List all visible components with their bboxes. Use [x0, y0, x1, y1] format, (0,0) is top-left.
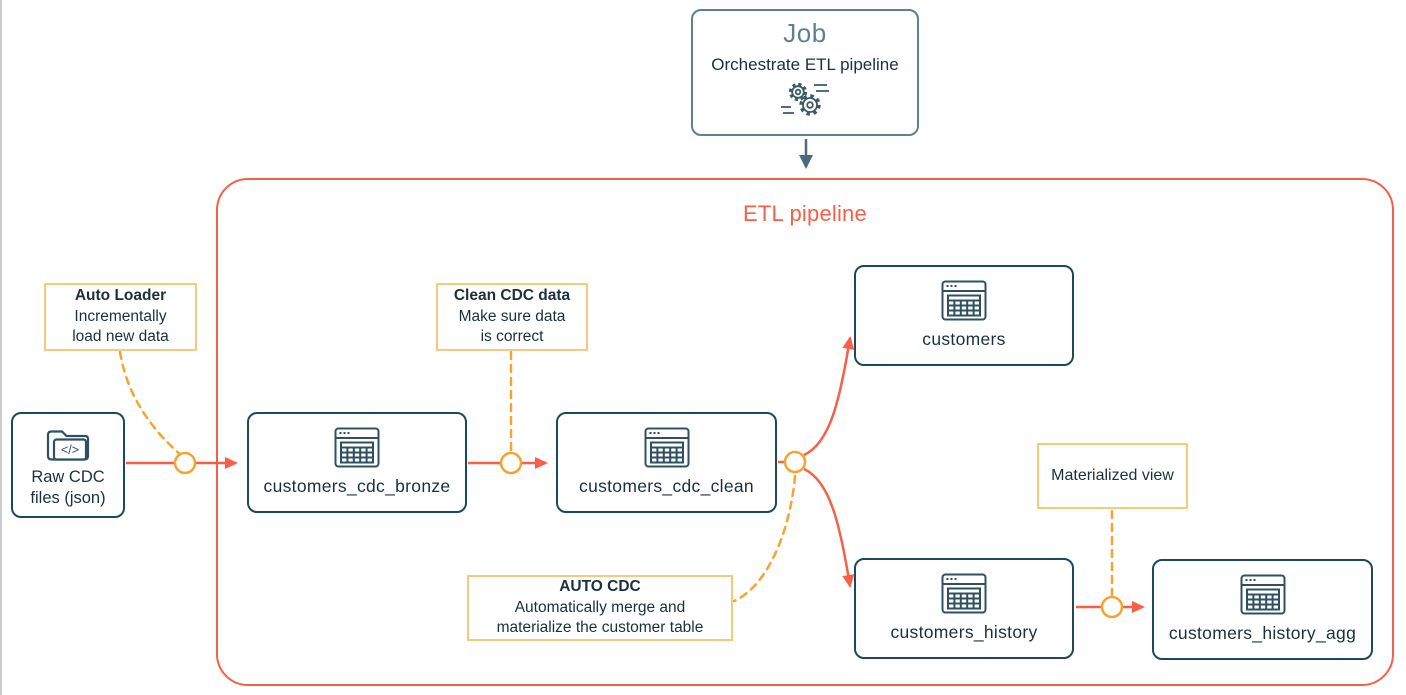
node-customers: customers — [854, 265, 1074, 366]
node-label: customers_cdc_clean — [579, 476, 754, 496]
node-customers-cdc-clean: customers_cdc_clean — [556, 412, 777, 513]
job-title: Job — [783, 18, 827, 48]
annotation-materialized-view: Materialized view — [1037, 443, 1188, 509]
node-label: customers_history — [890, 622, 1038, 642]
node-customers-cdc-bronze: customers_cdc_bronze — [247, 412, 467, 513]
callout-link-auto-loader — [118, 350, 183, 457]
source-raw-cdc-files: </> Raw CDC files (json) — [11, 412, 125, 518]
job-box: Job Orchestrate ETL pipeline — [691, 9, 919, 136]
node-label: customers_cdc_bronze — [263, 476, 451, 496]
gears-icon — [780, 79, 830, 126]
annotation-clean-cdc-data: Clean CDC data Make sure data is correct — [436, 283, 588, 351]
etl-pipeline-container: ETL pipeline — [216, 178, 1394, 686]
table-icon — [941, 280, 987, 322]
node-label: customers — [922, 329, 1006, 349]
etl-pipeline-title: ETL pipeline — [743, 201, 867, 226]
node-label: customers_history_agg — [1168, 623, 1357, 643]
annotation-title: AUTO CDC — [559, 578, 641, 596]
job-subtitle: Orchestrate ETL pipeline — [711, 55, 899, 74]
annotation-auto-loader: Auto Loader Incrementally load new data — [44, 283, 197, 351]
junction-circle-auto-loader — [173, 451, 197, 475]
page-left-border — [0, 0, 2, 695]
svg-text:</>: </> — [61, 443, 79, 457]
table-icon — [941, 573, 987, 615]
annotation-title: Auto Loader — [74, 287, 167, 305]
annotation-auto-cdc: AUTO CDC Automatically merge and materia… — [467, 575, 733, 641]
annotation-title: Clean CDC data — [453, 287, 571, 305]
node-customers-history: customers_history — [854, 558, 1074, 659]
table-icon — [644, 427, 690, 469]
code-folder-icon: </> — [43, 424, 93, 464]
table-icon — [334, 427, 380, 469]
node-customers-history-agg: customers_history_agg — [1152, 559, 1373, 660]
table-icon — [1240, 574, 1286, 616]
source-label: Raw CDC files (json) — [30, 468, 106, 507]
